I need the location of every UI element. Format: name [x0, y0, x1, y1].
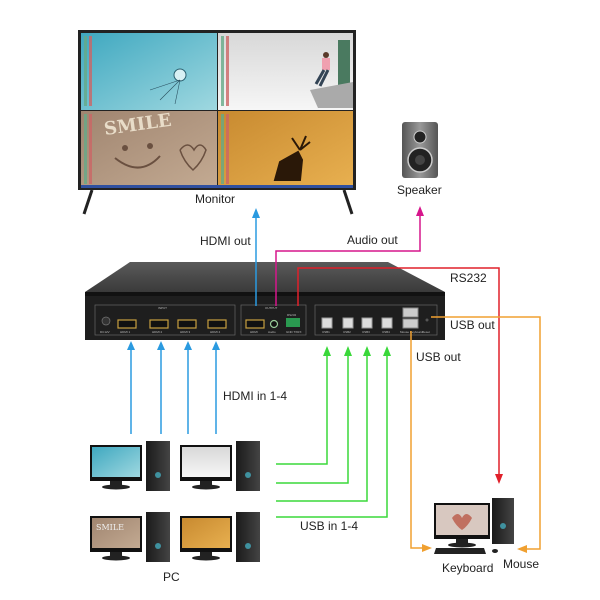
dc-power-jack [101, 316, 111, 326]
input-section [94, 304, 236, 336]
hdmi-in-port-4 [207, 319, 227, 329]
panel-dc-label: DC12V [100, 330, 110, 334]
usb-in-port-3 [361, 317, 373, 329]
audio-jack [269, 319, 279, 329]
panel-usb2-label: USB2 [343, 330, 351, 334]
panel-usb3-label: USB3 [362, 330, 370, 334]
usb-in-line-2 [276, 354, 349, 484]
console-pc [434, 498, 514, 554]
pc-group: SMILE [90, 441, 260, 562]
panel-rs232-pins-label: GND TXRX [286, 330, 301, 334]
mouse-label: Mouse [503, 557, 540, 571]
hdmi-out-arrowhead [252, 208, 260, 218]
usb-in-arrowheads [323, 346, 391, 356]
hdmi-out-port [245, 319, 265, 329]
device-top-face [85, 262, 445, 292]
screen-quadrant-dandelion [81, 33, 217, 110]
output-section [240, 304, 307, 336]
audio-out-line [275, 214, 421, 306]
hdmi-in-label: HDMI in 1-4 [223, 389, 288, 403]
usb-in-line-3 [276, 354, 368, 502]
panel-rs232-label: RS232 [287, 313, 297, 317]
panel-hdmi2-label: HDMI 2 [152, 330, 162, 334]
hdmi-in-port-1 [117, 319, 137, 329]
monitor-label: Monitor [195, 192, 236, 206]
usb-out-bottom-label: USB out [416, 350, 461, 364]
usb-out-keyboard-arrowhead [422, 544, 432, 552]
hdmi-out-label: HDMI out [200, 234, 251, 248]
rs232-label: RS232 [450, 271, 487, 285]
heart-drawing [179, 144, 207, 172]
hdmi-input-ports [117, 319, 227, 329]
svg-text:SMILE: SMILE [96, 523, 124, 532]
speaker-icon [402, 122, 438, 178]
usb-in-line-1 [276, 354, 328, 465]
usb-b-ports [321, 317, 393, 329]
usb-out-top-label: USB out [450, 318, 495, 332]
rs232-terminal [286, 318, 300, 327]
pc-3: SMILE [90, 512, 170, 562]
usb-out-keyboard-line [410, 331, 424, 549]
rs232-arrowhead [495, 474, 503, 484]
audio-out-label: Audio out [347, 233, 398, 247]
usb-in-port-1 [321, 317, 333, 329]
usb-section [314, 304, 438, 336]
usb-a-port-bottom [402, 318, 419, 329]
console-tower [492, 498, 514, 544]
hdmi-in-port-3 [177, 319, 197, 329]
panel-reset-label: Reset [422, 330, 430, 334]
girl-figure [310, 40, 353, 108]
usb-in-label: USB in 1-4 [300, 519, 359, 533]
panel-usb4-label: USB4 [382, 330, 390, 334]
desktop-icons [84, 36, 229, 184]
panel-hdmi3-label: HDMI 3 [180, 330, 190, 334]
pc-1 [90, 441, 170, 491]
device-front-panel [85, 292, 445, 340]
panel-usb1-label: USB1 [322, 330, 330, 334]
keyboard-icon [434, 548, 486, 554]
hdmi-in-lines [130, 348, 217, 434]
hdmi-in-port-2 [149, 319, 169, 329]
panel-hdmi4-label: HDMI 4 [210, 330, 220, 334]
pc-2 [180, 441, 260, 491]
rs232-line [297, 267, 500, 476]
panel-audio-label: Audio [268, 330, 276, 334]
hdmi-in-arrowheads [127, 341, 220, 350]
keyboard-label: Keyboard [442, 561, 494, 575]
usb-in-port-2 [342, 317, 354, 329]
usb-a-port-top [402, 307, 419, 318]
pc-4 [180, 512, 260, 562]
speaker-label: Speaker [397, 183, 442, 197]
usb-in-line-4 [276, 354, 388, 518]
panel-hdmi-out-label: HDMI [250, 330, 258, 334]
usb-out-mouse-line [431, 316, 541, 550]
usb-in-lines [276, 354, 388, 518]
pc-label: PC [163, 570, 180, 584]
usb-out-mouse-arrowhead [517, 545, 527, 553]
monitor-stand [82, 189, 354, 215]
kvm-switch-device: INPUT OUTPUT DC12V HDMI 1 HDMI 2 HDMI 3 … [85, 262, 445, 340]
water-drop-icon [173, 68, 187, 82]
deer-silhouette [273, 135, 311, 181]
monitor: SMILE [78, 30, 356, 215]
panel-output-title: OUTPUT [265, 306, 278, 310]
audio-out-arrowhead [416, 206, 424, 216]
panel-input-title: INPUT [158, 306, 167, 310]
mouse-icon [492, 549, 498, 553]
usb-in-port-4 [381, 317, 393, 329]
panel-hdmi1-label: HDMI 1 [120, 330, 130, 334]
reset-button [425, 318, 429, 322]
